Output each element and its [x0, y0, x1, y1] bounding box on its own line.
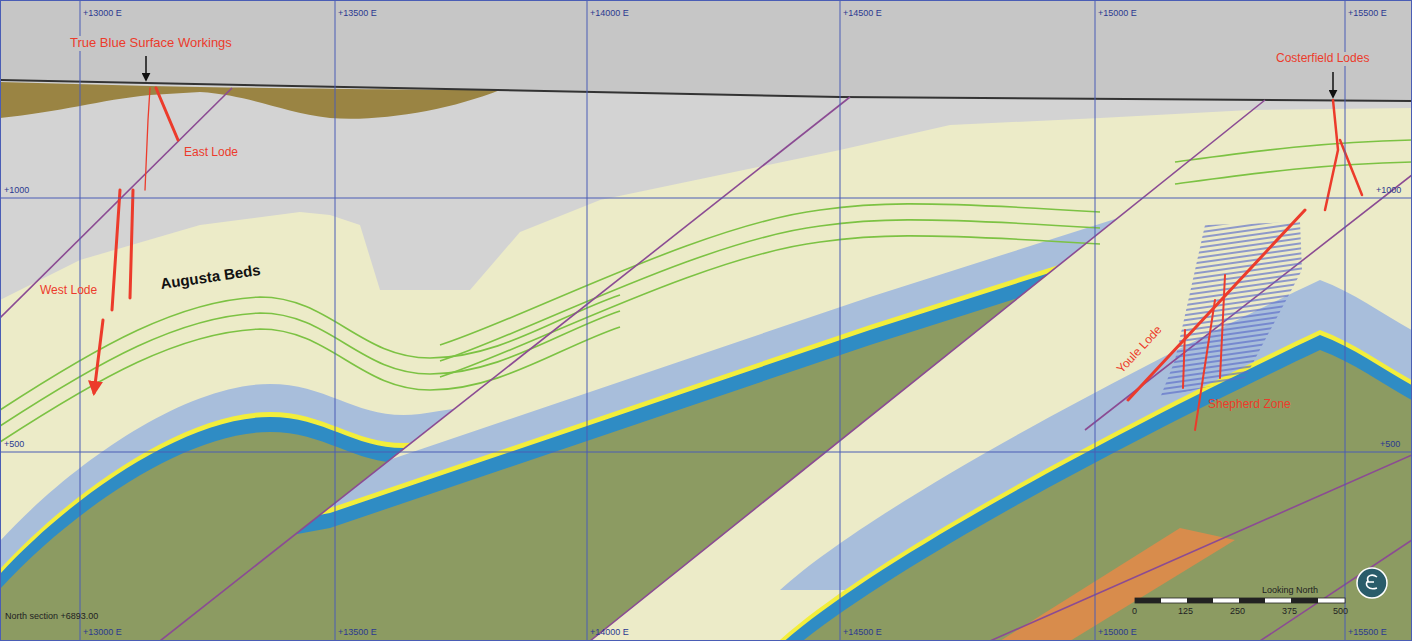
pointer-arrow — [1332, 72, 1334, 97]
grid-line — [335, 0, 336, 641]
scale-number: 0 — [1132, 606, 1137, 616]
grid-line — [0, 452, 1412, 453]
grid-coordinate: +1000 — [4, 185, 29, 195]
scale-segment — [1239, 598, 1265, 603]
scale-segment — [1291, 598, 1318, 603]
horizon-line — [0, 327, 620, 442]
fault-line — [1260, 540, 1412, 641]
compass — [1357, 568, 1387, 598]
horizon-line — [440, 204, 1100, 345]
lode-label: Costerfield Lodes — [1274, 52, 1371, 66]
horizon-line — [440, 220, 1100, 361]
fault-line — [1085, 175, 1412, 430]
fault-line — [160, 97, 850, 641]
grid-coordinate: +15500 E — [1348, 8, 1387, 18]
compass-glyph — [1366, 575, 1377, 589]
view-direction: Looking North — [1262, 585, 1318, 595]
horizon-line — [440, 236, 1100, 377]
fault-line — [590, 100, 1265, 641]
grid-coordinate: +14500 E — [843, 8, 882, 18]
grid-line — [1345, 0, 1346, 641]
faults — [0, 88, 1412, 641]
grid-coordinate: +15500 E — [1348, 627, 1387, 637]
grid-coordinate: +13500 E — [338, 8, 377, 18]
grid-line — [587, 0, 588, 641]
lode-line — [1325, 100, 1338, 210]
lode-line — [1340, 140, 1362, 195]
lode-line — [1220, 275, 1225, 378]
section-label: North section +6893.00 — [5, 611, 98, 621]
grid-coordinate: +13000 E — [83, 627, 122, 637]
scale-segment — [1135, 598, 1161, 603]
lode-line — [1183, 330, 1185, 388]
lode-arrow — [94, 320, 103, 393]
grid-line — [80, 0, 81, 641]
scale-number: 250 — [1230, 606, 1245, 616]
scale-segment — [1187, 598, 1213, 603]
lode-line — [130, 190, 133, 298]
grid-coordinate: +1000 — [1376, 185, 1401, 195]
scale-number: 125 — [1178, 606, 1193, 616]
scale-frame — [1135, 598, 1345, 603]
grid-coordinate: +15000 E — [1098, 8, 1137, 18]
grid-coordinate: +13000 E — [83, 8, 122, 18]
drill-traces — [1160, 222, 1302, 398]
cover-unit — [0, 82, 500, 119]
lode-label: East Lode — [184, 146, 238, 160]
lodes — [94, 88, 1362, 430]
lode-line — [1128, 210, 1305, 400]
marker-horizons — [0, 140, 1412, 442]
bed-core — [780, 350, 1412, 641]
lode-line — [156, 88, 178, 140]
workings-label: True Blue Surface Workings — [68, 36, 234, 51]
lode-line — [112, 190, 120, 310]
horizon-line — [1175, 162, 1412, 184]
grid-coordinate: +500 — [1380, 439, 1400, 449]
lode-line — [145, 88, 150, 190]
grid-coordinate: +14000 E — [590, 627, 629, 637]
surface-line — [0, 80, 1412, 101]
scale-number: 500 — [1333, 606, 1348, 616]
grid-coordinate: +13500 E — [338, 627, 377, 637]
pointer-arrow — [145, 56, 147, 80]
fold-block — [780, 280, 1412, 641]
zone-label: Shepherd Zone — [1208, 398, 1291, 412]
grid-coordinate: +14000 E — [590, 8, 629, 18]
compass-disc — [1357, 568, 1387, 598]
lode-label: Youle Lode — [1115, 323, 1166, 376]
grid-line — [840, 0, 841, 641]
horizon-line — [0, 311, 620, 426]
grid-line — [0, 198, 1412, 199]
grid-coordinate: +500 — [4, 439, 24, 449]
scale-number: 375 — [1282, 606, 1297, 616]
above-surface — [0, 0, 1412, 101]
fault-line — [990, 455, 1412, 641]
grid-line — [1095, 0, 1096, 641]
grid-coordinate: +14500 E — [843, 627, 882, 637]
lode-label: West Lode — [40, 284, 97, 298]
scale-bar — [1135, 598, 1345, 603]
unit-label: Augusta Beds — [159, 261, 261, 292]
grid-coordinate: +15000 E — [1098, 627, 1137, 637]
